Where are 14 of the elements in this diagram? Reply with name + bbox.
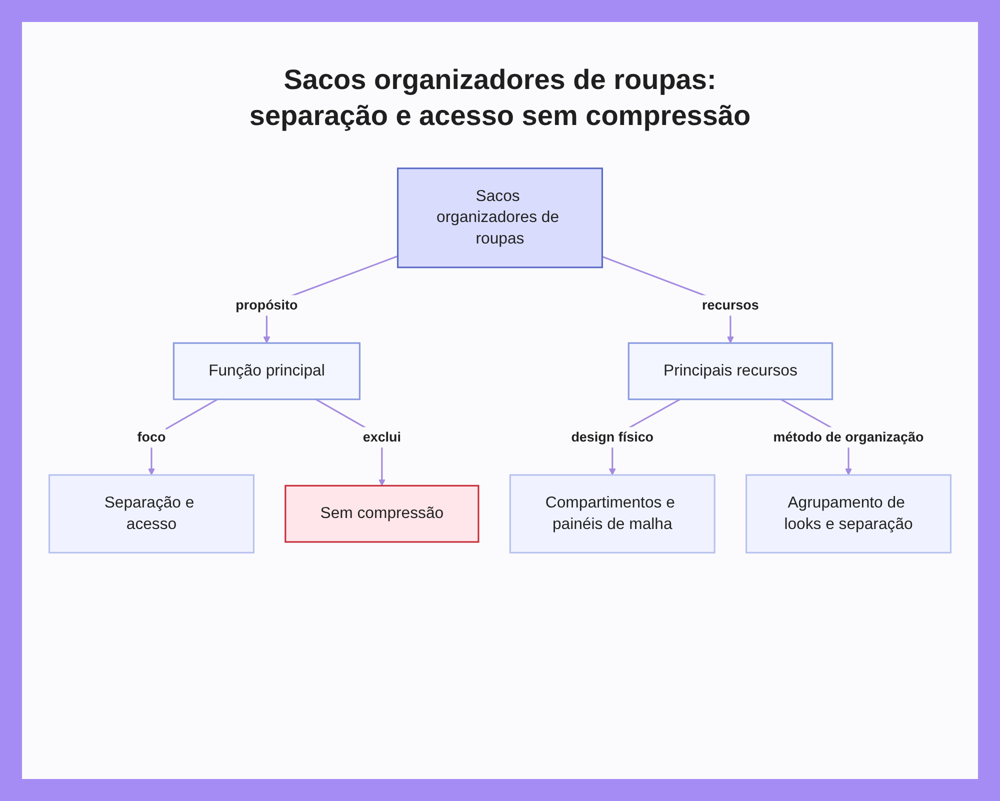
edge-label: método de organização (773, 429, 924, 444)
edge-label: exclui (362, 429, 402, 444)
node-box: Separação e acesso (48, 474, 254, 554)
diagram-title: Sacos organizadores de roupas: separação e acesso sem compressão (248, 63, 752, 134)
node-box: Principais recursos (628, 342, 834, 400)
edge-label: recursos (702, 298, 759, 313)
node-box: Agrupamento de looks e separação (746, 474, 952, 554)
node-box: Compartimentos e painéis de malha (509, 474, 716, 554)
edge-label: propósito (236, 298, 298, 313)
node-box: Função principal (172, 342, 361, 400)
edge-label: foco (137, 429, 166, 444)
node-box: Sem compressão (284, 484, 480, 543)
edge-label: design físico (571, 429, 654, 444)
node-box: Sacos organizadores de roupas (396, 168, 604, 268)
